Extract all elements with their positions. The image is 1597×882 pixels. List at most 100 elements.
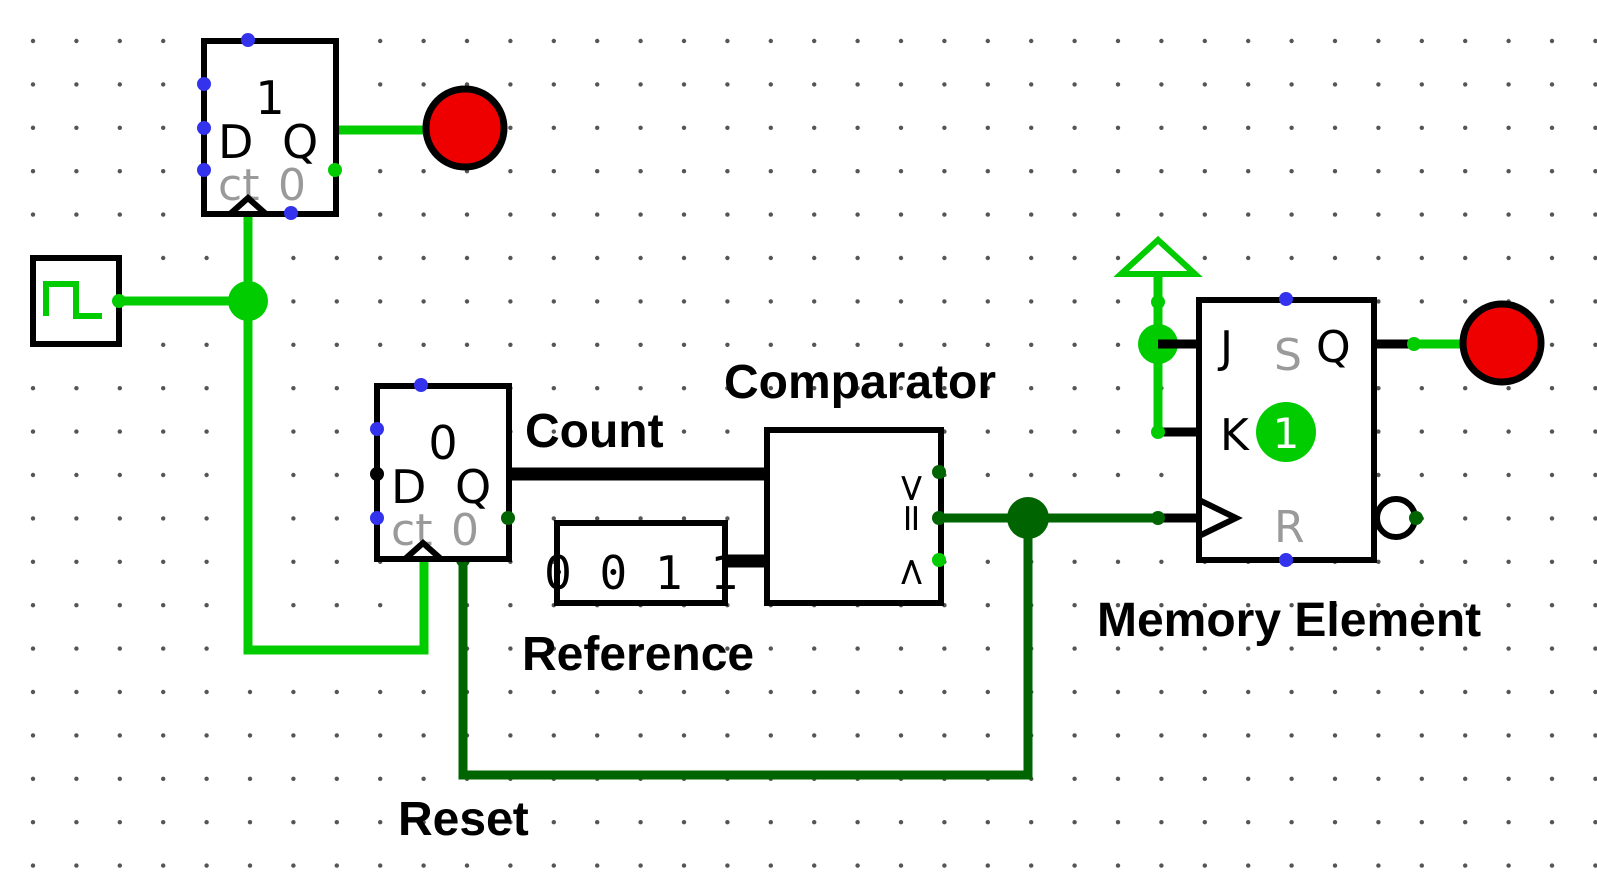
grid-dot <box>334 429 339 434</box>
grid-dot <box>1376 689 1381 695</box>
jk-flipflop[interactable]: J S Q K 1 R <box>1196 292 1423 567</box>
grid-dot <box>161 38 166 44</box>
grid-dot <box>855 299 860 304</box>
clock-source[interactable] <box>30 255 126 347</box>
grid-dot <box>681 689 687 695</box>
grid-dot <box>812 255 817 261</box>
clock-junction <box>228 281 268 321</box>
grid-dot <box>1202 863 1208 868</box>
grid-dot <box>1506 863 1511 868</box>
grid-dot <box>985 733 990 738</box>
grid-dot <box>291 342 296 347</box>
grid-dot <box>1463 169 1468 174</box>
grid-dot <box>1246 125 1251 130</box>
grid-dot <box>334 559 339 564</box>
grid-dot <box>1029 212 1034 217</box>
register-counter[interactable]: 0 D Q ct 0 <box>370 378 515 562</box>
grid-dot <box>942 820 947 825</box>
grid-dot <box>1029 820 1034 825</box>
clock-out-dot <box>112 294 126 308</box>
reference-constant[interactable]: 0 0 1 1 <box>544 520 738 606</box>
grid-dot <box>30 429 36 434</box>
grid-dot <box>898 646 904 651</box>
grid-dot <box>508 733 513 738</box>
register-top[interactable]: 1 D Q ct 0 <box>197 33 342 220</box>
grid-dot <box>1376 472 1381 478</box>
grid-dot <box>812 125 817 130</box>
grid-dot <box>725 863 730 868</box>
register-top-pin-dot <box>284 206 298 220</box>
grid-dot <box>1506 429 1511 434</box>
grid-dot <box>1376 125 1381 130</box>
grid-dot <box>638 820 643 825</box>
grid-dot <box>725 38 730 44</box>
grid-dot <box>117 776 123 781</box>
grid-dot <box>1246 820 1251 825</box>
grid-dot <box>1159 733 1164 738</box>
grid-dot <box>768 38 773 44</box>
grid-dot <box>551 38 556 44</box>
grid-dot <box>681 516 687 521</box>
grid-dot <box>1463 212 1468 217</box>
grid-dot <box>334 776 339 781</box>
grid-dot <box>985 646 990 651</box>
grid-dot <box>30 646 36 651</box>
grid-dot <box>161 429 166 434</box>
grid-dot <box>1332 82 1338 87</box>
grid-dot <box>1419 472 1425 478</box>
register-top-pin-dot <box>197 77 211 91</box>
grid-dot <box>161 386 166 391</box>
grid-dot <box>1419 38 1425 44</box>
grid-dot <box>1463 429 1468 434</box>
grid-dot <box>508 38 513 44</box>
grid-dot <box>1549 255 1555 261</box>
grid-dot <box>30 733 36 738</box>
comparator[interactable]: > = < <box>764 427 946 606</box>
power-source-icon[interactable] <box>1113 235 1203 277</box>
grid-dot <box>1332 733 1338 738</box>
comparator-lt-dot <box>932 553 946 567</box>
grid-dot <box>638 255 643 261</box>
grid-dot <box>942 689 947 695</box>
grid-dot <box>551 255 556 261</box>
grid-dot <box>74 38 79 44</box>
grid-dot <box>74 472 79 478</box>
grid-dot <box>725 386 730 391</box>
grid-dot <box>1202 820 1208 825</box>
grid-dot <box>942 38 947 44</box>
grid-dot <box>161 820 166 825</box>
grid-dot <box>334 255 339 261</box>
comparator-lt: < <box>891 556 935 588</box>
grid-dot <box>725 646 730 651</box>
grid-dot <box>985 603 990 608</box>
grid-dot <box>681 255 687 261</box>
grid-dot <box>1072 559 1077 564</box>
grid-dot <box>1593 689 1597 695</box>
led-output-icon[interactable] <box>422 85 508 171</box>
grid-dot <box>291 603 296 608</box>
register-top-pin-dot <box>197 121 211 135</box>
grid-dot <box>1246 646 1251 651</box>
grid-dot <box>1463 646 1468 651</box>
reset-wires[interactable] <box>458 513 1163 780</box>
grid-dot <box>1332 169 1338 174</box>
grid-dot <box>1506 82 1511 87</box>
grid-dot <box>1029 429 1034 434</box>
grid-dot <box>30 776 36 781</box>
grid-dot <box>378 603 383 608</box>
grid-dot <box>1419 429 1425 434</box>
led-output-icon[interactable] <box>1459 300 1545 386</box>
grid-dot <box>161 472 166 478</box>
grid-dot <box>1593 863 1597 868</box>
grid-dot <box>638 38 643 44</box>
grid-dot <box>898 342 904 347</box>
grid-dot <box>421 169 426 174</box>
grid-dot <box>117 689 123 695</box>
grid-dot <box>1463 603 1468 608</box>
grid-dot <box>681 212 687 217</box>
grid-dot <box>1159 646 1164 651</box>
grid-dot <box>74 212 79 217</box>
grid-dot <box>1593 472 1597 478</box>
grid-dot <box>1506 603 1511 608</box>
grid-dot <box>855 386 860 391</box>
